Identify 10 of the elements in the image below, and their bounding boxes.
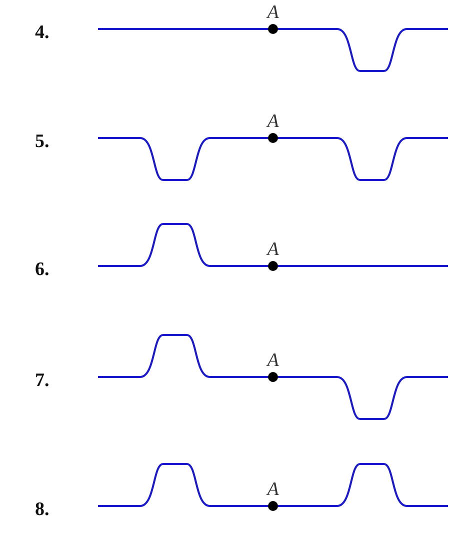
row-number: 6. bbox=[35, 260, 50, 279]
point-label: A bbox=[267, 480, 279, 499]
point-label: A bbox=[267, 351, 279, 370]
point-label: A bbox=[267, 112, 279, 131]
row-number: 8. bbox=[35, 500, 50, 519]
row-number: 4. bbox=[35, 23, 50, 42]
point-label: A bbox=[267, 240, 279, 259]
row-number: 5. bbox=[35, 132, 50, 151]
row-number: 7. bbox=[35, 371, 50, 390]
point-label: A bbox=[267, 3, 279, 22]
